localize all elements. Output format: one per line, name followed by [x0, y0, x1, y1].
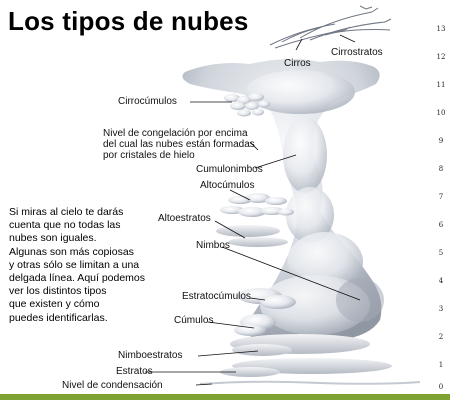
label-nimboestratos: Nimboestratos — [118, 350, 183, 361]
label-cirros: Cirros — [284, 58, 311, 69]
estratos-cloud — [220, 358, 392, 377]
altitude-tick: 10 — [436, 109, 446, 117]
altitude-tick: 5 — [438, 249, 444, 257]
description-line: ver los distintos tipos — [9, 285, 107, 298]
label-cumulonimbos: Cumulonimbos — [196, 164, 263, 175]
altitude-tick: 4 — [438, 277, 444, 285]
freezing-level-note: Nivel de congelación por encima del cual… — [103, 128, 255, 161]
label-nivel-condensacion: Nivel de condensación — [62, 380, 163, 391]
label-cumulos: Cúmulos — [174, 315, 214, 326]
description-line: cuenta que no todas las — [9, 219, 121, 232]
description-line: puedes identificarlas. — [9, 311, 108, 324]
description-text: Si miras al cielo te darás cuenta que no… — [9, 206, 146, 325]
cumulos-cloud — [234, 314, 276, 336]
label-altoestratos: Altoestratos — [158, 213, 211, 224]
altocumulos-cloud — [220, 193, 294, 217]
altitude-tick: 2 — [438, 333, 444, 341]
label-altocumulos: Altocúmulos — [200, 180, 255, 191]
altitude-tick: 11 — [436, 81, 446, 89]
altitude-tick: 12 — [436, 53, 446, 61]
description-line: nubes son iguales. — [9, 232, 97, 245]
description-line: Algunas son más copiosas — [9, 245, 134, 258]
freezing-note-line: del cual las nubes están formadas — [103, 139, 255, 150]
description-line: y otras sólo se limitan a una — [9, 258, 140, 271]
altitude-tick: 6 — [438, 221, 444, 229]
leader-lines — [145, 34, 361, 386]
description-line: Si miras al cielo te darás — [9, 206, 124, 218]
altitude-tick: 1 — [438, 361, 444, 369]
condensation-level-line — [199, 380, 421, 385]
label-cirrostratos: Cirrostratos — [331, 47, 383, 58]
cumulonimbos-cloud — [182, 58, 384, 340]
altitude-tick: 7 — [438, 193, 444, 201]
altitude-tick: 0 — [438, 383, 444, 391]
label-estratos: Estratos — [116, 366, 153, 377]
label-nimbos: Nimbos — [196, 240, 230, 251]
altitude-tick: 8 — [438, 165, 444, 173]
label-estratocumulos: Estratocúmulos — [182, 291, 251, 302]
altoestratos-cloud — [216, 225, 288, 247]
description-line: que existen y cómo — [9, 298, 100, 311]
freezing-note-line: por cristales de hielo — [103, 150, 195, 161]
estratocumulos-cloud — [238, 288, 296, 309]
label-cirrocumulos: Cirrocúmulos — [118, 96, 177, 107]
description-line: delgada línea. Aquí podemos — [9, 272, 146, 285]
freezing-note-line: Nivel de congelación por encima — [103, 128, 248, 139]
page-title: Los tipos de nubes — [8, 6, 249, 36]
altitude-tick: 3 — [438, 305, 444, 313]
altitude-tick: 13 — [436, 25, 446, 33]
cirros-cloud — [269, 5, 392, 49]
cirrocumulos-cloud — [224, 93, 270, 117]
nimboestratos-cloud — [230, 334, 370, 356]
altitude-tick: 9 — [438, 137, 444, 145]
ground-strip — [0, 394, 450, 400]
